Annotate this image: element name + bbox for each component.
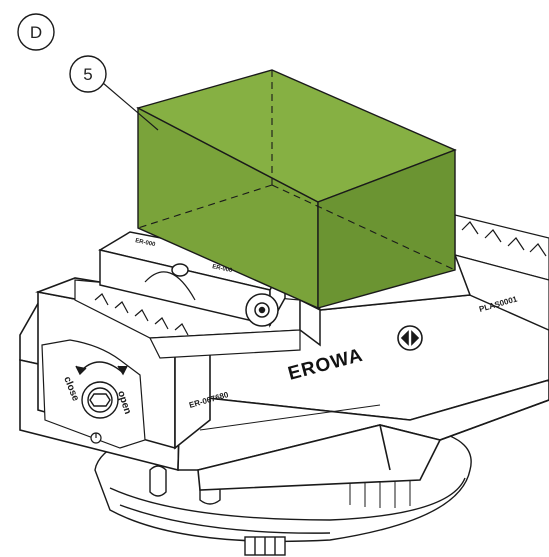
top-jaw-code-1-group: ER-000: [135, 238, 157, 248]
lock-icon: [90, 432, 102, 444]
right-rail: [454, 214, 549, 331]
view-label-callout: D: [17, 13, 55, 51]
callout-number: 5: [83, 65, 92, 84]
workpiece-block: [136, 69, 457, 310]
view-label: D: [30, 23, 42, 42]
direction-arrow: [75, 361, 128, 376]
serrated-rail: [74, 279, 301, 359]
top-jaw-code-2-group: ER-000: [212, 264, 234, 274]
top-jaw-code-2: ER-000: [212, 264, 234, 274]
workpiece-right-face: [317, 148, 456, 309]
movable-jaw: [98, 231, 287, 328]
top-jaw-code-1: ER-000: [135, 238, 157, 248]
hex-socket: [81, 381, 119, 419]
brand-logo-icon: [397, 325, 423, 351]
part-callout: 5: [69, 55, 159, 131]
